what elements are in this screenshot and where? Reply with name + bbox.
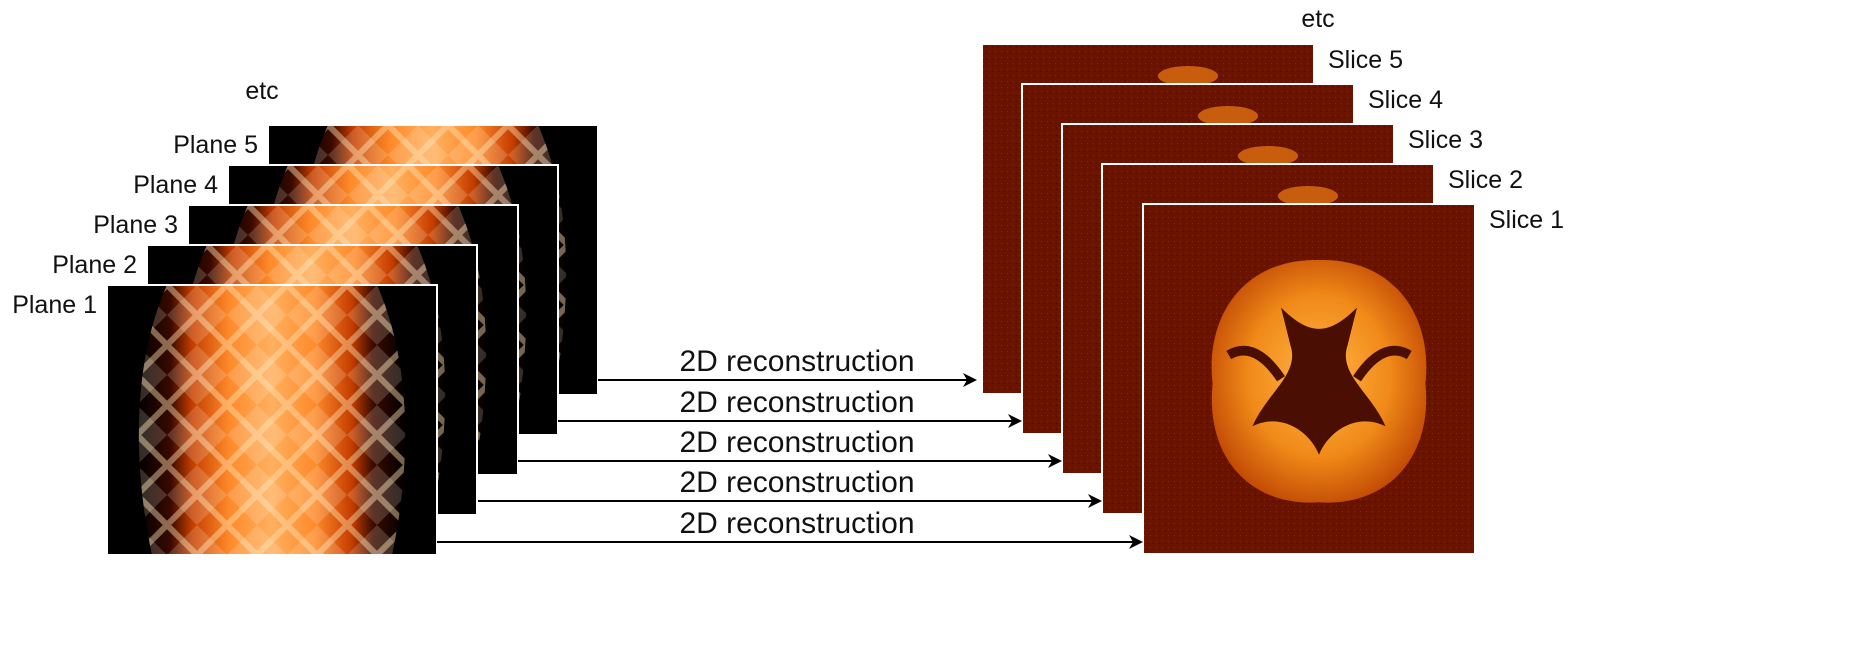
arrow-group: 2D reconstruction 2D reconstruction 2D rec… — [437, 345, 1143, 549]
slice-label: Slice 3 — [1408, 126, 1483, 154]
slice-label: Slice 4 — [1368, 86, 1443, 114]
ventricle-region — [1252, 307, 1386, 455]
reconstruction-arrow: 2D reconstruction — [598, 345, 977, 387]
sinogram-label: Plane 4 — [133, 171, 218, 199]
arrow-label: 2D reconstruction — [679, 507, 914, 540]
sinogram-stack: Plane 5 Plane 4 Plane 3 Plane 2 Plane 1 — [12, 124, 599, 556]
slice-stack: Slice 5 Slice 4 Slice 3 Slice 2 Slice 1 — [981, 43, 1564, 555]
slice-label: Slice 1 — [1489, 206, 1564, 234]
slice-more-label: etc — [1301, 5, 1334, 33]
sinogram-more-label: etc — [245, 77, 278, 105]
arrow-label: 2D reconstruction — [679, 466, 914, 499]
arrow-label: 2D reconstruction — [679, 386, 914, 419]
slice-label: Slice 2 — [1448, 166, 1523, 194]
sinogram-label: Plane 5 — [173, 131, 258, 159]
sinogram-frame: Plane 1 — [12, 284, 438, 556]
slice-label: Slice 5 — [1328, 46, 1403, 74]
slice-frame: Slice 1 — [1142, 203, 1564, 555]
sinogram-label: Plane 3 — [93, 211, 178, 239]
reconstruction-arrow: 2D reconstruction — [518, 426, 1062, 468]
reconstruction-arrow: 2D reconstruction — [437, 507, 1143, 549]
sinogram-label: Plane 1 — [12, 291, 97, 319]
sinogram-label: Plane 2 — [52, 251, 137, 279]
arrow-label: 2D reconstruction — [679, 426, 914, 459]
reconstruction-arrow: 2D reconstruction — [558, 386, 1022, 428]
arrow-label: 2D reconstruction — [679, 345, 914, 378]
reconstruction-arrow: 2D reconstruction — [478, 466, 1102, 508]
